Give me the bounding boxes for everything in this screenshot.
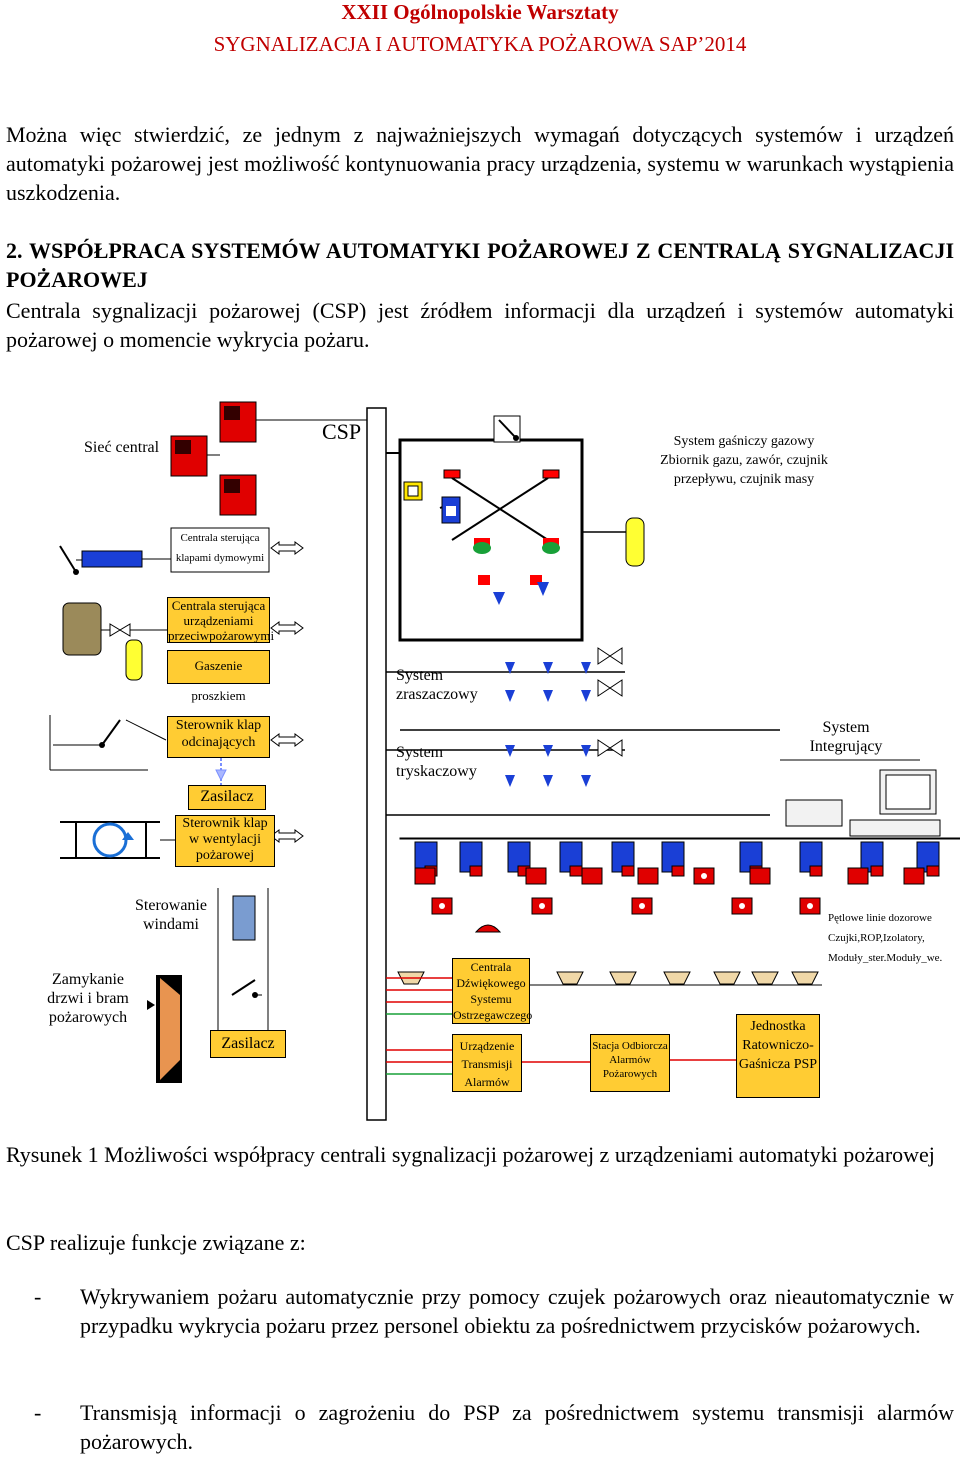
centrala-urzadzeniami-box: Centrala sterująca urządzeniami przeciwp… (167, 597, 275, 643)
bullet-dash: - (34, 1284, 42, 1309)
zamykanie-drzwi-label: Zamykanie drzwi i bram pożarowych (47, 971, 129, 1026)
control-panel-icons (170, 401, 257, 516)
csp-functions-intro: CSP realizuje funkcje związane z: (6, 1230, 306, 1255)
centrala-dso-box: Centrala Dźwiękowego Systemu Ostrzegawcz… (452, 958, 533, 1024)
speaker-icons (397, 924, 819, 985)
damper-actuator-icon (81, 550, 143, 568)
system-integrujacy-label: System Integrujący (809, 719, 883, 755)
urzadzenie-transmisji-box: Urządzenie Transmisji Alarmów (452, 1034, 522, 1092)
computer-icon (785, 769, 941, 837)
section-body: Centrala sygnalizacji pożarowej (CSP) je… (6, 298, 954, 352)
bullet-text: Wykrywaniem pożaru automatycznie przy po… (80, 1284, 954, 1338)
ventilation-icon (60, 821, 160, 859)
gas-room (398, 438, 584, 642)
gaszenie-proszkiem-box: Gaszenie proszkiem (167, 650, 270, 703)
bullet-item: - Wykrywaniem pożaru automatycznie przy … (34, 1282, 954, 1372)
sterownik-klap-wentylacji-box: Sterownik klap w wentylacji pożarowej (175, 815, 275, 867)
stacja-odbiorcza-box: Stacja Odbiorcza Alarmów Pożarowych (590, 1034, 670, 1092)
header-title: XXII Ogólnopolskie Warsztaty (341, 0, 619, 24)
bullet-item: - Transmisją informacji o zagrożeniu do … (34, 1398, 954, 1458)
section-title: 2. WSPÓŁPRACA SYSTEMÓW AUTOMATYKI POŻARO… (6, 238, 954, 292)
zasilacz-box-1: Zasilacz (188, 785, 266, 810)
signal-arrows (386, 977, 736, 1075)
system-tryskaczowy-label: System tryskaczowy (396, 744, 477, 780)
csp-label: CSP (322, 419, 362, 444)
diagram-graphics (49, 401, 960, 1121)
centrala-klapami-label-2: klapami dymowymi (175, 552, 265, 564)
centrala-klapami-label-1: Centrala sterująca (180, 532, 260, 544)
siec-central-label: Sieć central (84, 439, 160, 456)
call-point-row (414, 867, 925, 915)
sterownik-klap-odcinajacych-box: Sterownik klap odcinających (167, 716, 270, 758)
jednostka-psp-box: Jednostka Ratowniczo-Gaśnicza PSP (736, 1014, 820, 1098)
powder-cylinder-icon (125, 639, 143, 681)
zasilacz-box-2: Zasilacz (210, 1030, 286, 1058)
gas-cylinder-icon (625, 517, 645, 567)
detector-row (399, 837, 960, 877)
fire-door-icon (160, 978, 180, 1080)
figure-caption: Rysunek 1 Możliwości współpracy centrali… (6, 1142, 935, 1167)
sterowanie-windami-label: Sterowanie windami (135, 897, 207, 933)
powder-panel-icon (62, 602, 102, 656)
system-gasniczy-label: System gaśniczy gazowy Zbiornik gazu, za… (660, 434, 828, 487)
intro-paragraph: Można więc stwierdzić, ze jednym z najwa… (6, 122, 954, 205)
csp-bus (366, 407, 387, 1121)
valve-icons (597, 647, 623, 757)
bullet-dash: - (34, 1400, 42, 1425)
petlowe-label-3: Moduły_ster.Moduły_we. (828, 952, 943, 964)
elevator-icon (232, 895, 256, 941)
bullet-text: Transmisją informacji o zagrożeniu do PS… (80, 1400, 954, 1454)
petlowe-label-1: Pętlowe linie dozorowe (828, 912, 932, 924)
header-subtitle: SYGNALIZACJA I AUTOMATYKA POŻAROWA SAP’2… (213, 32, 747, 56)
system-zraszaczowy-label: System zraszaczowy (396, 667, 478, 703)
petlowe-label-2: Czujki,ROP,Izolatory, (828, 932, 925, 944)
